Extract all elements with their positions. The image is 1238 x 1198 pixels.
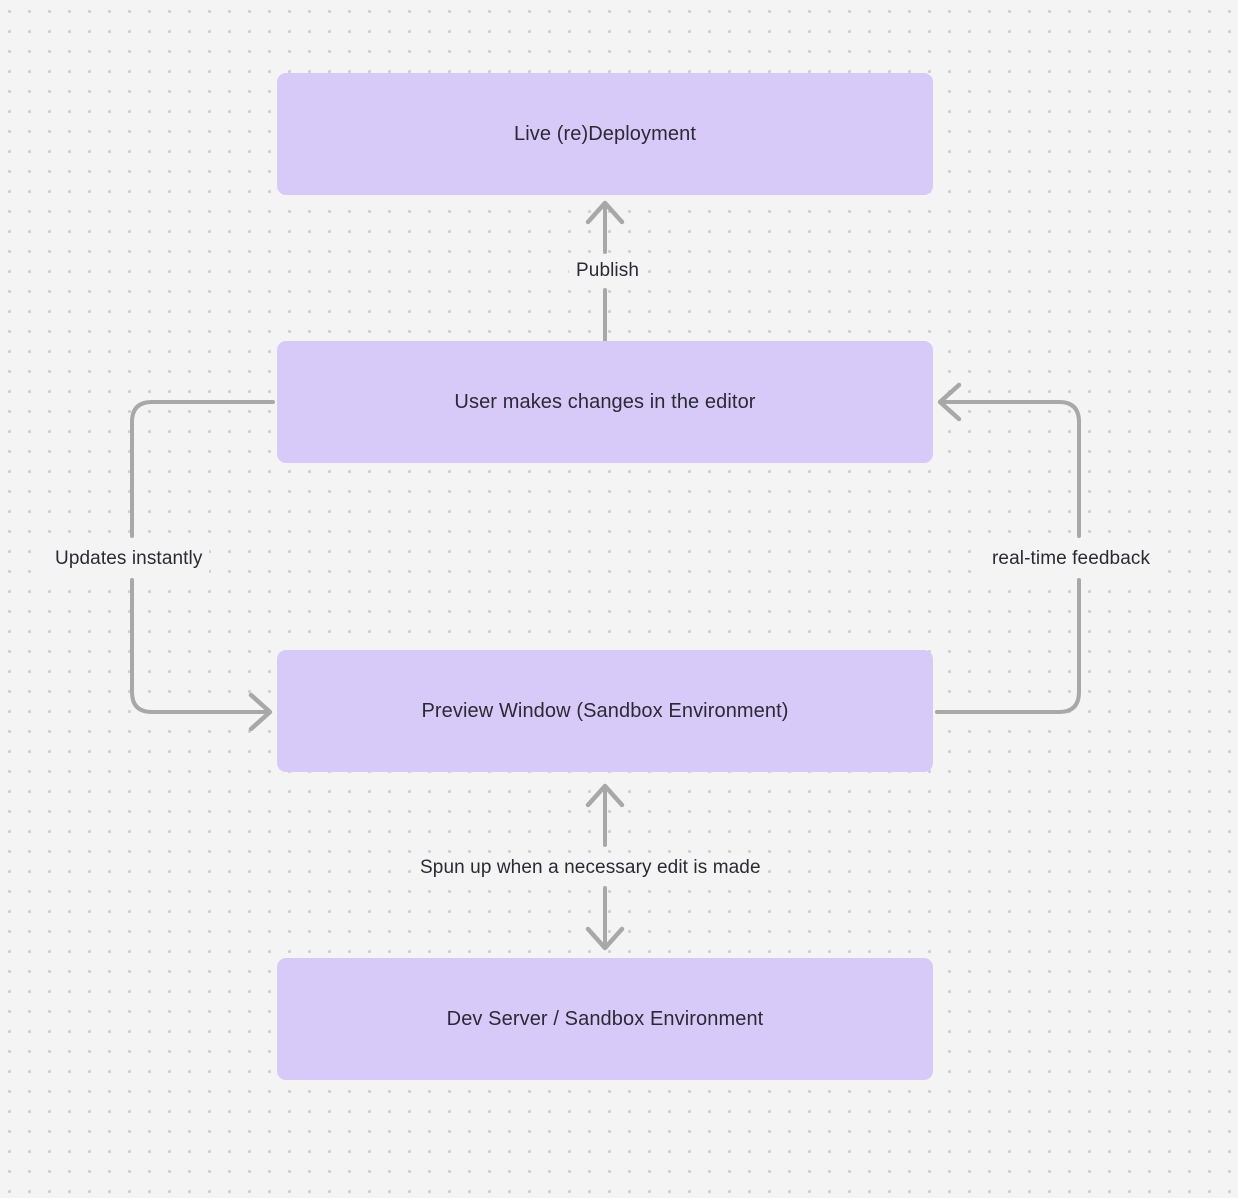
node-user-makes-changes[interactable]: User makes changes in the editor bbox=[277, 341, 933, 463]
node-preview-window[interactable]: Preview Window (Sandbox Environment) bbox=[277, 650, 933, 772]
node-label: Dev Server / Sandbox Environment bbox=[446, 1008, 764, 1030]
node-label: Preview Window (Sandbox Environment) bbox=[421, 700, 789, 722]
edge-label-spun-up: Spun up when a necessary edit is made bbox=[413, 855, 768, 882]
edge-label-publish: Publish bbox=[569, 258, 647, 285]
node-live-redeployment[interactable]: Live (re)Deployment bbox=[277, 73, 933, 195]
edge-label-updates-instantly: Updates instantly bbox=[48, 546, 210, 573]
node-dev-server[interactable]: Dev Server / Sandbox Environment bbox=[277, 958, 933, 1080]
node-label: Live (re)Deployment bbox=[514, 123, 696, 145]
node-label: User makes changes in the editor bbox=[454, 391, 756, 413]
edge-label-real-time-feedback: real-time feedback bbox=[985, 546, 1158, 573]
